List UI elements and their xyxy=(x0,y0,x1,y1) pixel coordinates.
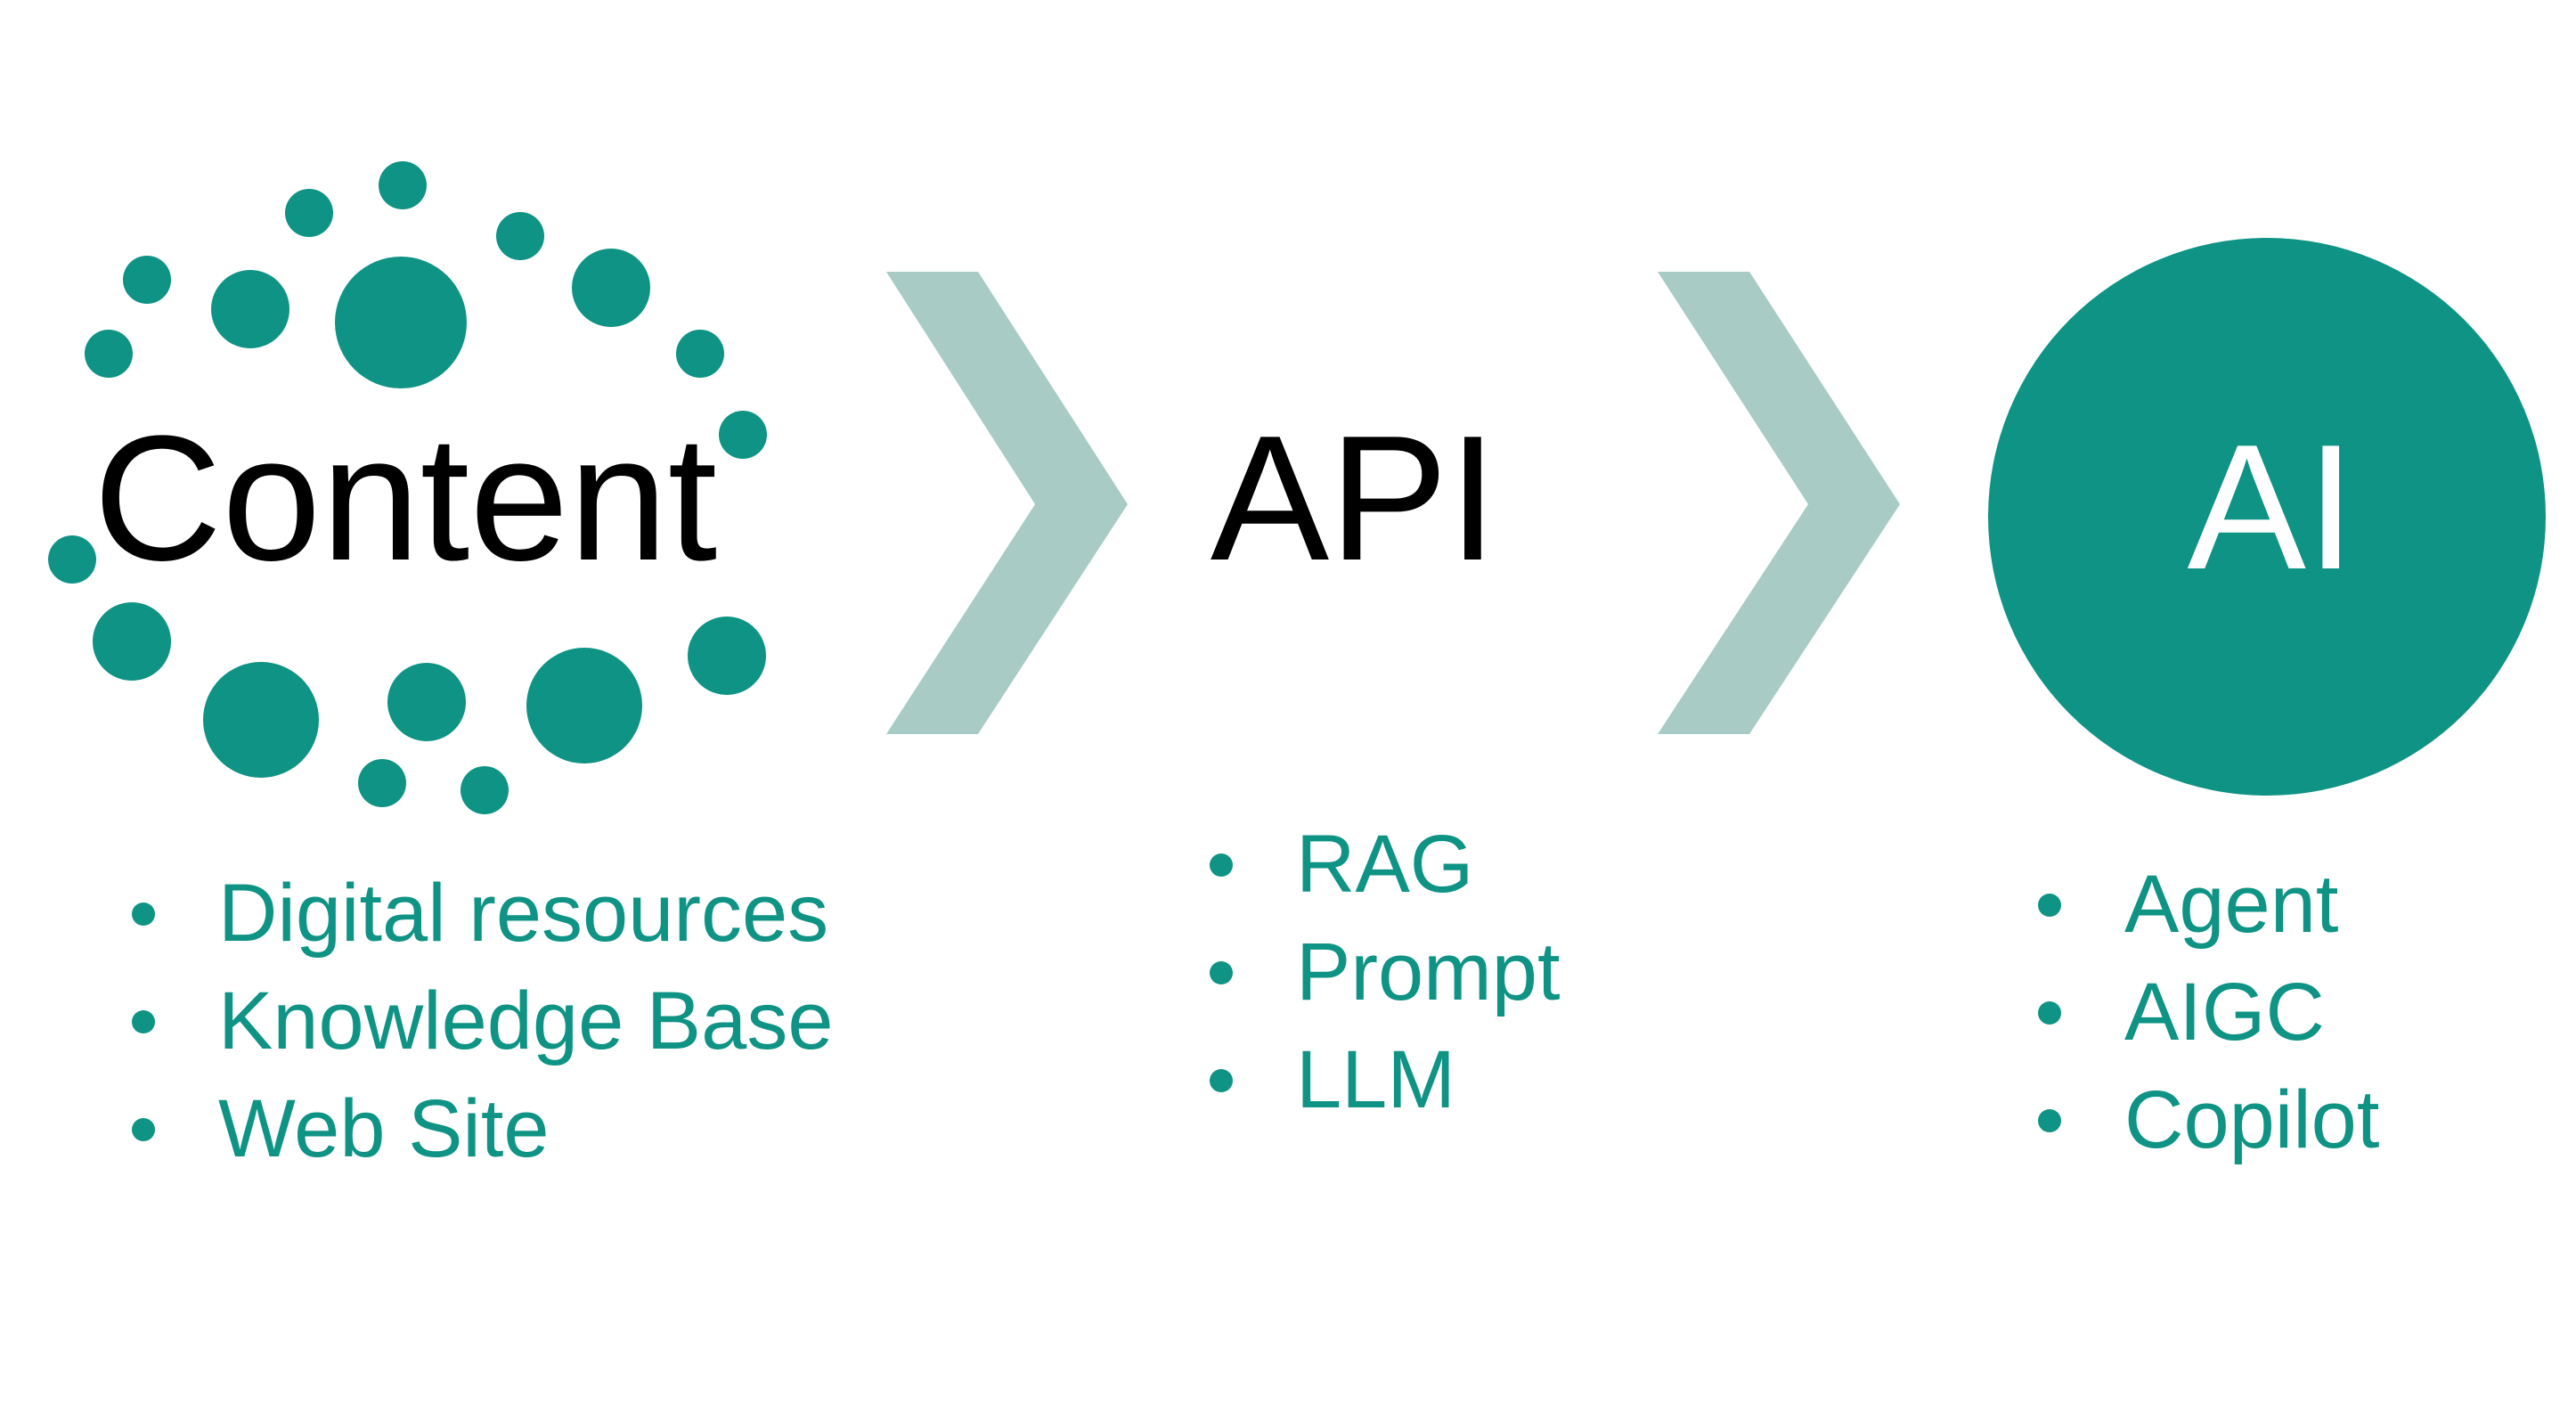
cluster-dot xyxy=(48,535,96,584)
list-item: LLM xyxy=(1210,1026,1561,1134)
list-item-label: Prompt xyxy=(1296,927,1561,1017)
cluster-dot xyxy=(285,189,333,237)
bullet-dot-icon xyxy=(132,1117,155,1141)
content-item-list: Digital resources Knowledge Base Web Sit… xyxy=(132,860,834,1183)
cluster-dot xyxy=(335,257,467,388)
list-item: AIGC xyxy=(2038,959,2379,1066)
cluster-dot xyxy=(461,766,509,814)
list-item-label: LLM xyxy=(1296,1034,1455,1125)
cluster-dot xyxy=(379,161,427,209)
ai-item-list: Agent AIGC Copilot xyxy=(2038,851,2379,1174)
bullet-dot-icon xyxy=(132,1009,155,1033)
chevron-right-icon xyxy=(886,272,1128,734)
api-item-list: RAG Prompt LLM xyxy=(1210,811,1561,1134)
cluster-dot xyxy=(93,602,171,681)
filled-circle-icon xyxy=(1988,238,2546,796)
cluster-dot xyxy=(211,270,289,348)
ai-title: AI xyxy=(2187,408,2356,607)
bullet-dot-icon xyxy=(132,902,155,926)
list-item-label: AIGC xyxy=(2124,967,2325,1058)
list-item: Agent xyxy=(2038,851,2379,959)
cluster-dot xyxy=(85,330,133,378)
bullet-dot-icon xyxy=(1210,960,1233,984)
list-item: Prompt xyxy=(1210,919,1561,1026)
dot-cluster-icon xyxy=(48,161,767,814)
list-item-label: Knowledge Base xyxy=(218,976,834,1066)
bullet-dot-icon xyxy=(2038,1108,2061,1132)
bullet-dot-icon xyxy=(1210,1068,1233,1092)
bullet-dot-icon xyxy=(1210,853,1233,877)
list-item: RAG xyxy=(1210,811,1561,919)
list-item-label: Digital resources xyxy=(218,868,829,959)
list-item-label: Web Site xyxy=(218,1083,550,1174)
bullet-dot-icon xyxy=(2038,1000,2061,1025)
content-title: Content xyxy=(93,399,718,598)
list-item-label: RAG xyxy=(1296,819,1474,910)
list-item: Digital resources xyxy=(132,860,834,968)
cluster-dot xyxy=(203,662,319,778)
cluster-dot xyxy=(526,648,642,764)
cluster-dot xyxy=(572,249,650,327)
list-item-label: Copilot xyxy=(2124,1074,2380,1165)
cluster-dot xyxy=(387,663,466,741)
list-item-label: Agent xyxy=(2124,859,2339,950)
list-item: Web Site xyxy=(132,1075,834,1183)
list-item: Knowledge Base xyxy=(132,968,834,1075)
cluster-dot xyxy=(719,411,767,459)
list-item: Copilot xyxy=(2038,1066,2379,1174)
cluster-dot xyxy=(496,212,544,260)
cluster-dot xyxy=(358,759,406,807)
cluster-dot xyxy=(676,330,724,378)
cluster-dot xyxy=(123,256,171,304)
bullet-dot-icon xyxy=(2038,893,2061,917)
chevron-right-icon xyxy=(1658,272,1900,734)
api-title: API xyxy=(1210,399,1498,598)
cluster-dot xyxy=(688,617,766,695)
